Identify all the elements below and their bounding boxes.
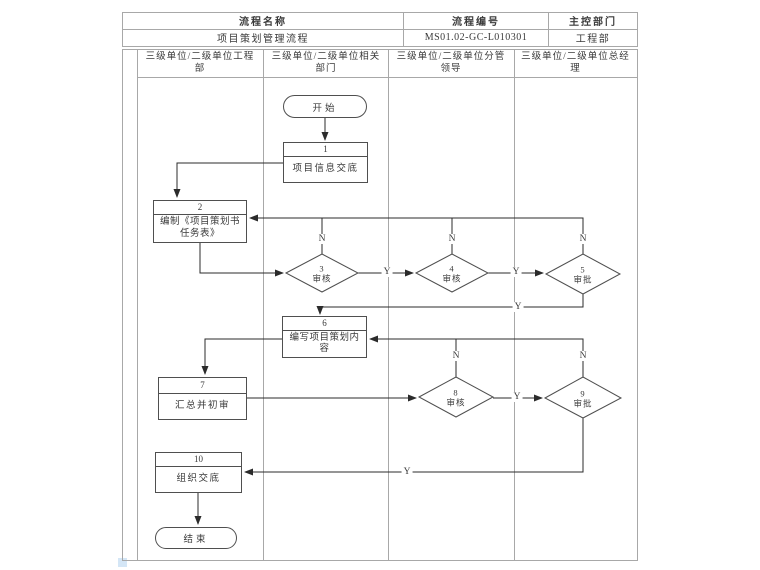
arrow-n-feedback-to-6: [369, 335, 584, 377]
decision-8-diamond: [417, 376, 495, 418]
grid-line: [122, 29, 638, 30]
step-4-number: 4: [449, 263, 455, 274]
arrow-9-to-10: [244, 418, 584, 476]
step-7-box: 7 汇总并初审: [158, 377, 247, 420]
arrow-1-to-2: [173, 162, 283, 198]
step-8-label: 审核: [446, 397, 466, 407]
arrow-5-to-6: [316, 294, 584, 315]
step-2-number: 2: [154, 201, 246, 215]
lane-1-header: 三级单位/二级单位工程部: [145, 52, 255, 74]
step-9-decision-text: 9 审批: [553, 388, 613, 409]
step-5-number: 5: [580, 264, 586, 275]
branch-no-label-3: N: [316, 234, 328, 244]
step-5-label: 审批: [573, 274, 593, 284]
start-label: 开始: [312, 103, 338, 114]
grid-line: [122, 560, 638, 561]
grid-line: [137, 49, 138, 561]
arrow-n-feedback-to-2: [249, 214, 584, 254]
step-7-label: 汇总并初审: [174, 400, 230, 411]
grid-line: [637, 49, 638, 561]
step-2-label: 编制《项目策划书任务表》: [159, 217, 240, 239]
step-9-number: 9: [580, 388, 586, 399]
step-1-box: 1 项目信息交底: [283, 142, 368, 183]
step-3-label: 审核: [312, 273, 332, 283]
decision-4-diamond: [414, 253, 490, 293]
decision-5-diamond: [544, 253, 622, 295]
start-terminator: 开始: [283, 95, 367, 118]
branch-yes-label-9: Y: [401, 467, 413, 477]
step-3-decision-text: 3 审核: [292, 263, 352, 284]
end-terminator: 结束: [155, 527, 237, 549]
branch-yes-label-5: Y: [512, 302, 524, 312]
step-4-label: 审核: [442, 273, 462, 283]
branch-no-label-8: N: [450, 351, 462, 361]
step-5-decision-text: 5 审批: [553, 264, 613, 285]
step-6-box: 6 编写项目策划内容: [282, 316, 367, 358]
owner-dept-label: 主控部门: [569, 17, 617, 28]
decision-9-diamond: [543, 376, 623, 419]
grid-line: [637, 12, 638, 47]
step-2-box: 2 编制《项目策划书任务表》: [153, 200, 247, 243]
process-name-label: 流程名称: [239, 17, 287, 28]
step-8-number: 8: [453, 387, 459, 398]
owner-dept-value: 工程部: [575, 34, 611, 45]
step-6-number: 6: [283, 317, 366, 331]
arrow-2-to-3: [199, 243, 284, 277]
step-1-label: 项目信息交底: [292, 163, 359, 174]
grid-line: [122, 12, 638, 13]
branch-yes-label-4: Y: [510, 267, 522, 277]
branch-no-label-4: N: [446, 234, 458, 244]
decision-3-diamond: [284, 253, 360, 293]
branch-yes-label-3: Y: [381, 267, 393, 277]
step-4-decision-text: 4 审核: [422, 263, 482, 284]
grid-line: [122, 49, 123, 561]
grid-line: [263, 49, 264, 561]
lane-3-header: 三级单位/二级单位分管领导: [396, 52, 506, 74]
step-9-label: 审批: [573, 398, 593, 408]
grid-line: [403, 12, 404, 47]
grid-line: [122, 49, 638, 50]
grid-line: [137, 77, 638, 78]
step-6-label: 编写项目策划内容: [289, 332, 360, 355]
step-10-box: 10 组织交底: [155, 452, 242, 493]
grid-line: [122, 46, 638, 47]
end-label: 结束: [183, 535, 209, 545]
process-code-label: 流程编号: [452, 17, 500, 28]
grid-line: [388, 49, 389, 561]
process-code-value: MS01.02-GC-L010301: [424, 32, 528, 43]
branch-yes-label-8: Y: [511, 392, 523, 402]
arrow-6-to-7: [201, 338, 282, 375]
step-7-number: 7: [159, 378, 246, 394]
step-3-number: 3: [319, 263, 325, 274]
step-10-number: 10: [156, 453, 241, 467]
step-8-decision-text: 8 审核: [426, 387, 486, 408]
branch-no-label-5: N: [577, 234, 589, 244]
lane-4-header: 三级单位/二级单位总经理: [521, 52, 630, 74]
grid-line: [122, 12, 123, 47]
lane-2-header: 三级单位/二级单位相关部门: [271, 52, 381, 74]
grid-line: [548, 12, 549, 47]
step-1-number: 1: [284, 143, 367, 157]
process-name-value: 项目策划管理流程: [217, 34, 309, 45]
step-10-label: 组织交底: [176, 473, 221, 484]
branch-no-label-9: N: [577, 351, 589, 361]
screenshot-artifact: [118, 558, 127, 567]
